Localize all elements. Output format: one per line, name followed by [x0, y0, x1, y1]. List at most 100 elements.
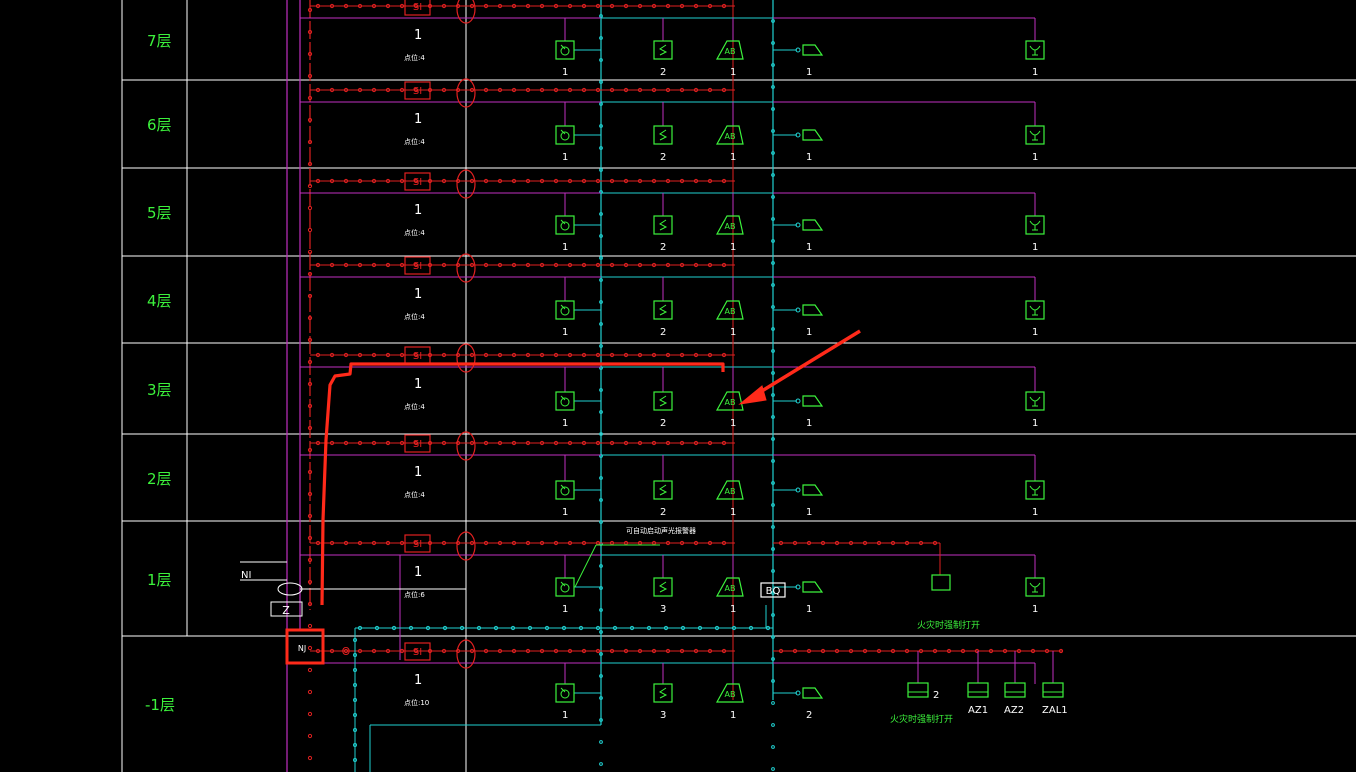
horn-node: [795, 487, 801, 493]
riser-node: [771, 393, 775, 397]
riser-node: [599, 256, 603, 260]
bus-node: [539, 440, 545, 446]
bus-node: [441, 540, 447, 546]
smoke-note: 可自动启动声光报警器: [626, 527, 696, 535]
bus-node: [353, 668, 357, 672]
heat-detector-icon: [653, 300, 673, 320]
bus-node: [476, 625, 482, 631]
si-text: SI: [413, 177, 422, 188]
bus-node: [493, 625, 499, 631]
bus-node: [581, 352, 587, 358]
input-label: NI: [241, 570, 252, 581]
device-count: 2: [660, 507, 667, 518]
smoke-detector-icon: [555, 683, 575, 703]
bus-node: [609, 440, 615, 446]
riser-node: [599, 696, 603, 700]
bus-node: [315, 3, 321, 9]
sounder-oval: [456, 169, 476, 199]
riser-node: [771, 657, 775, 661]
bus-node: [595, 3, 601, 9]
bus-node: [665, 3, 671, 9]
riser-node: [307, 733, 313, 739]
manual-alarm-icon: AB: [715, 215, 744, 235]
riser-node: [771, 305, 775, 309]
bus-node: [665, 440, 671, 446]
bus-node: [623, 178, 629, 184]
horn-icon: [802, 484, 824, 496]
bus-node: [511, 178, 517, 184]
bus-node: [385, 648, 391, 654]
si-text: SI: [413, 539, 422, 550]
manual-alarm-text: AB: [725, 584, 736, 593]
bus-node: [399, 3, 405, 9]
bus-node: [651, 352, 657, 358]
bus-node: [609, 87, 615, 93]
riser-node: [599, 674, 603, 678]
riser-node: [307, 403, 313, 409]
bus-node: [511, 352, 517, 358]
si-module-box: SI: [404, 172, 431, 191]
bus-node: [441, 3, 447, 9]
bus-node: [581, 178, 587, 184]
riser-node: [599, 58, 603, 62]
device-count: 1: [562, 507, 569, 518]
riser-node: [307, 381, 313, 387]
riser-node: [307, 7, 313, 13]
riser-node: [771, 481, 775, 485]
manual-alarm-icon: AB: [715, 125, 744, 145]
fire-door-module-b1: [907, 682, 929, 698]
device-count: 1: [806, 67, 813, 78]
bus-node: [679, 648, 685, 654]
bus-node: [862, 540, 868, 546]
device-count: 3: [660, 604, 667, 615]
floor-grid: [121, 0, 1356, 772]
bus-node: [595, 352, 601, 358]
bus-node: [413, 3, 419, 9]
az1-module: [967, 682, 989, 698]
floor-label: 5层: [147, 204, 172, 222]
bus-node: [441, 87, 447, 93]
bus-node: [581, 3, 587, 9]
riser-node: [307, 491, 313, 497]
manual-alarm-text: AB: [725, 222, 736, 231]
device-count: 1: [806, 604, 813, 615]
manual-alarm-icon: AB: [715, 40, 744, 60]
riser-node: [599, 498, 603, 502]
bus-node: [890, 648, 896, 654]
bus-node: [497, 3, 503, 9]
riser-node: [771, 41, 775, 45]
bus-node: [469, 440, 475, 446]
device-count: 1: [806, 418, 813, 429]
module-count: 1: [414, 377, 423, 392]
module-count: 1: [414, 28, 423, 43]
device-count: 1: [562, 604, 569, 615]
speaker-icon: [1025, 577, 1045, 597]
bus-node: [1044, 648, 1050, 654]
floor-label: 6层: [147, 116, 172, 134]
bus-node: [581, 540, 587, 546]
bus-node: [932, 648, 938, 654]
panel-z: Z: [270, 601, 303, 617]
horn-icon: [802, 687, 824, 699]
riser-node: [599, 102, 603, 106]
riser-node: [307, 249, 313, 255]
bus-node: [441, 440, 447, 446]
bus-node: [357, 352, 363, 358]
bus-node: [748, 625, 754, 631]
riser-node: [771, 349, 775, 353]
bus-node: [525, 178, 531, 184]
bus-node: [646, 625, 652, 631]
module-count: 1: [414, 112, 423, 127]
bus-node: [651, 87, 657, 93]
sounder-oval: [456, 531, 476, 561]
bus-node: [391, 625, 397, 631]
device-count: 1: [1032, 67, 1039, 78]
manual-alarm-text: AB: [725, 487, 736, 496]
bus-node: [483, 648, 489, 654]
bus-node: [806, 648, 812, 654]
riser-node: [599, 212, 603, 216]
bus-node: [399, 178, 405, 184]
speaker-icon: [1025, 125, 1045, 145]
riser-node: [307, 579, 313, 585]
